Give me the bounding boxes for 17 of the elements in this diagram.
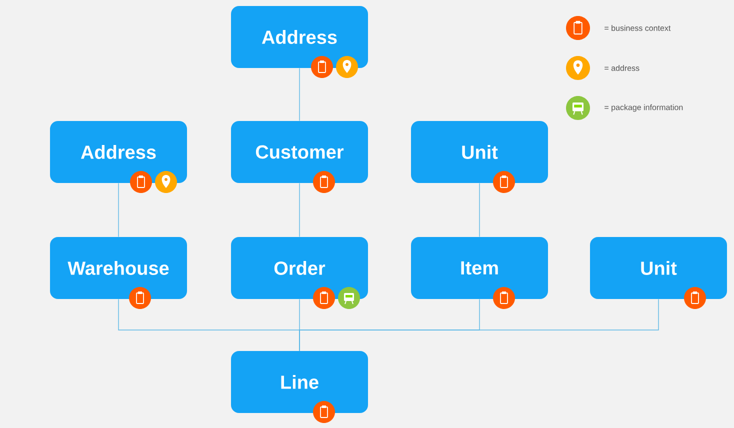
entity-box: Order [231,237,368,299]
entity-box: Customer [231,121,368,183]
legend-text: = package information [604,104,683,112]
entity-box: Item [411,237,548,299]
connector-line [299,68,300,122]
connector-line [299,182,300,238]
connector-line [118,182,119,238]
entity-box: Address [231,6,368,68]
legend-text: = address [604,65,640,71]
connector-line [479,182,480,238]
legend-text: = business context [604,25,671,31]
entity-box: Line [231,351,368,413]
entity-box: Unit [411,121,548,183]
connector-line [299,298,659,352]
entity-box: Warehouse [50,237,187,299]
entity-box: Unit [590,237,727,299]
entity-box: Address [50,121,187,183]
